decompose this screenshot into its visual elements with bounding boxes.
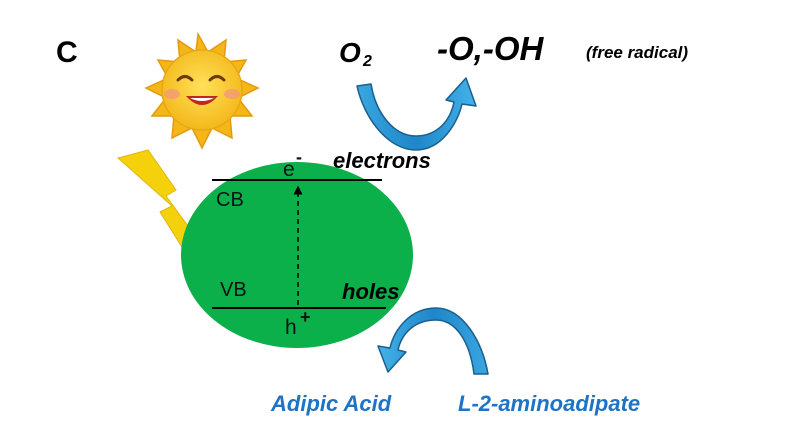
hole-charge: +	[300, 307, 311, 327]
radical-products: -O,-OH	[437, 30, 544, 67]
adipic-acid-label: Adipic Acid	[270, 391, 392, 416]
electron-charge: -	[296, 147, 302, 167]
panel-label: C	[56, 36, 78, 69]
electron-symbol: e	[283, 158, 295, 181]
hole-symbol: h	[285, 316, 297, 339]
semiconductor-particle	[181, 162, 413, 348]
free-radical-note: (free radical)	[586, 43, 688, 62]
oxygen-formula-subscript: 2	[362, 53, 372, 70]
curved-arrow-icon	[377, 307, 489, 375]
vb-label: VB	[220, 279, 247, 301]
curved-arrow-icon	[356, 77, 477, 151]
electrons-label: electrons	[333, 148, 431, 173]
holes-label: holes	[342, 279, 399, 304]
cb-label: CB	[216, 189, 244, 211]
l2-aminoadipate-label: L-2-aminoadipate	[458, 391, 640, 416]
sun-icon	[144, 31, 260, 150]
oxygen-formula-main: O	[339, 37, 361, 68]
